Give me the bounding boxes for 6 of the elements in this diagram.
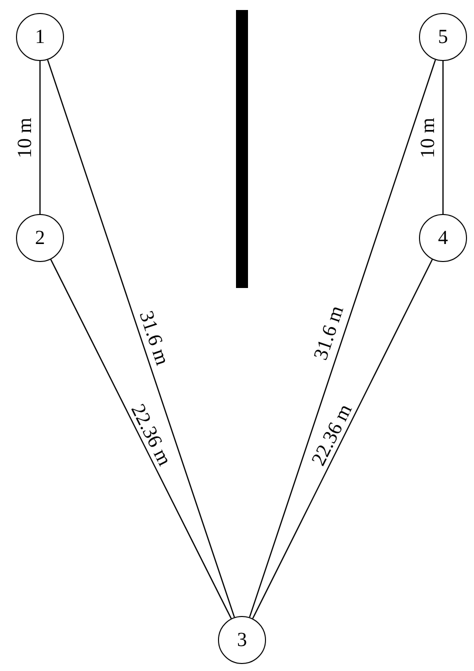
connector-line [47, 60, 235, 618]
connector-line [249, 60, 436, 618]
connector-line [442, 61, 444, 214]
connector-line [252, 259, 433, 619]
connector-line [39, 61, 41, 214]
connector-line [50, 259, 232, 619]
